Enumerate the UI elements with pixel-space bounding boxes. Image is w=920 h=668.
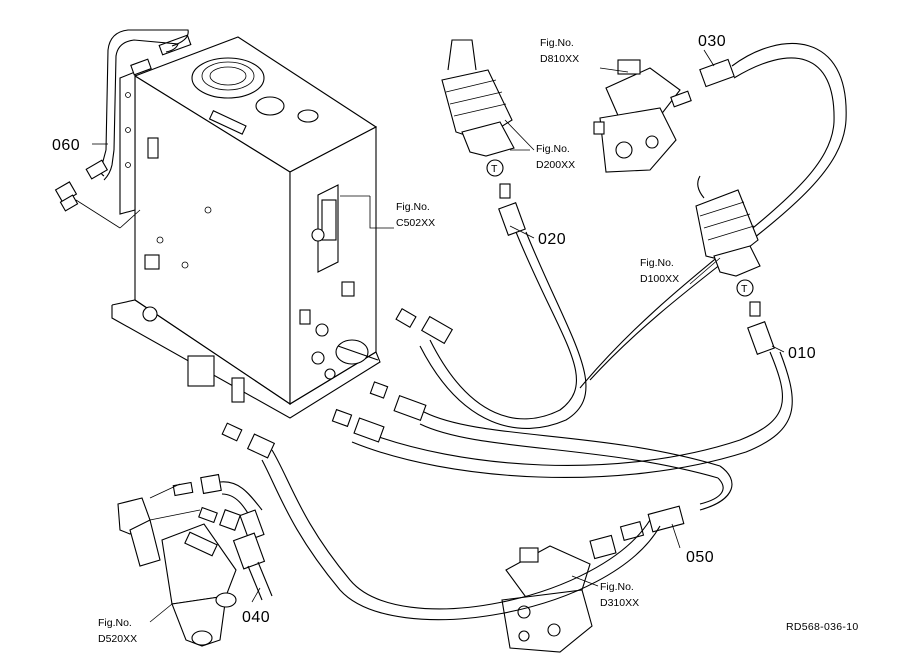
label-010: 010 [788, 345, 816, 362]
valve-d310 [501, 545, 593, 653]
valve-d810 [593, 59, 692, 173]
fig-code-d310: D310XX [600, 597, 639, 609]
fig-code-d100: D100XX [640, 273, 679, 285]
hose-040[interactable] [172, 422, 661, 621]
label-020: 020 [538, 231, 566, 248]
fig-code-d520: D520XX [98, 633, 137, 645]
label-060: 060 [52, 137, 80, 154]
hose-tank-middle[interactable] [369, 381, 721, 479]
joystick-d200: T [441, 39, 515, 199]
figure-reference-labels: Fig.No. D810XX Fig.No. D200XX Fig.No. C5… [98, 37, 679, 645]
fig-caption-d520: Fig.No. [98, 617, 132, 629]
fig-caption-c502: Fig.No. [396, 201, 430, 213]
leader-lines [92, 49, 785, 623]
hose-030[interactable] [579, 42, 847, 389]
part-number-labels: 060 030 020 010 050 040 [52, 33, 816, 626]
hose-020[interactable] [395, 202, 587, 430]
hose-050[interactable] [589, 465, 733, 560]
hydraulic-tank [111, 34, 381, 419]
fig-code-d810: D810XX [540, 53, 579, 65]
marker-t-top: T [491, 163, 498, 175]
label-050: 050 [686, 549, 714, 566]
fig-caption-d200: Fig.No. [536, 143, 570, 155]
fig-caption-d310: Fig.No. [600, 581, 634, 593]
hose-060[interactable] [54, 29, 189, 229]
marker-t-right: T [741, 283, 748, 295]
fig-caption-d100: Fig.No. [640, 257, 674, 269]
label-040: 040 [242, 609, 270, 626]
fig-code-d200: D200XX [536, 159, 575, 171]
drawing-reference: RD568-036-10 [786, 621, 858, 633]
joystick-d100: T [695, 175, 761, 317]
fig-code-c502: C502XX [396, 217, 435, 229]
fig-caption-d810: Fig.No. [540, 37, 574, 49]
bracket-d520 [117, 483, 237, 647]
label-030: 030 [698, 33, 726, 50]
